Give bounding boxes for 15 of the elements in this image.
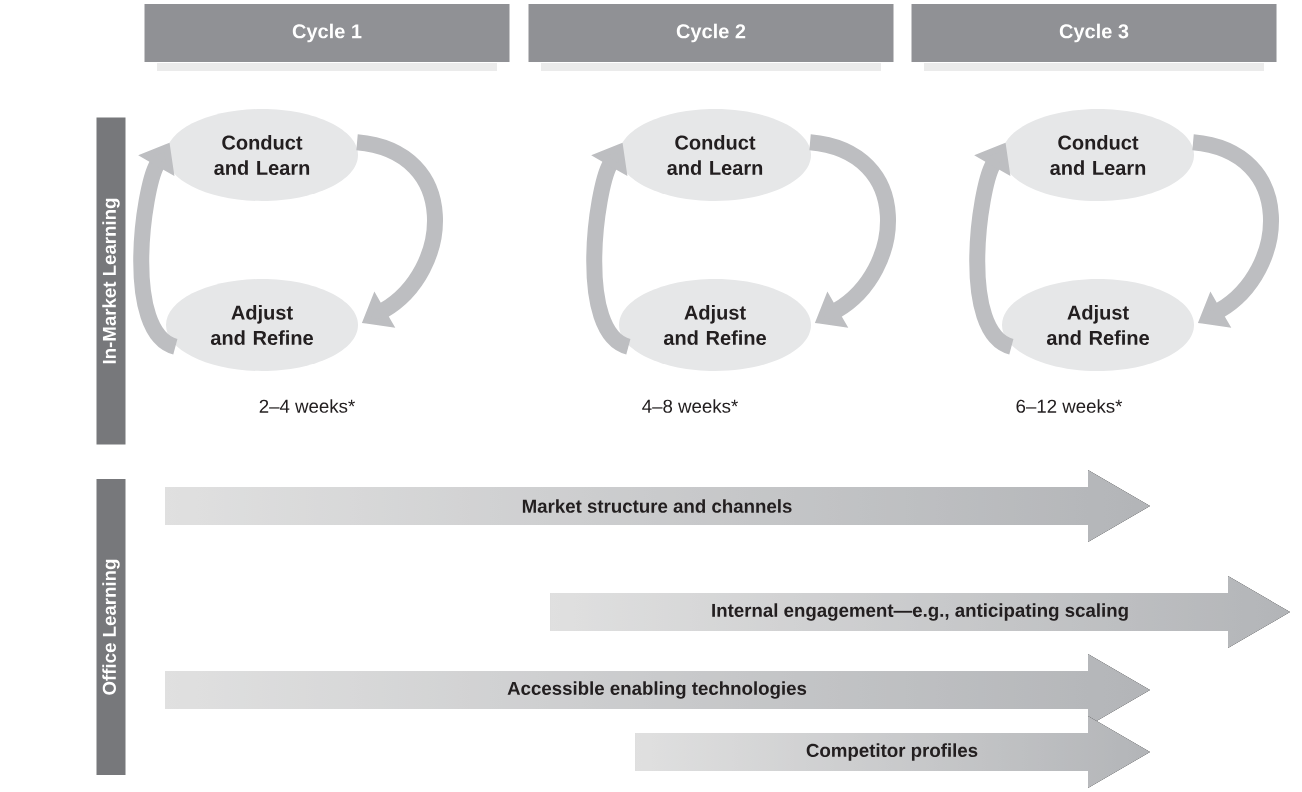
- curved-arrow: [355, 134, 443, 328]
- column-header: Cycle 3: [911, 4, 1277, 71]
- column-header: Cycle 1: [144, 4, 510, 71]
- arrow-band: Competitor profiles: [635, 716, 1150, 788]
- duration-label: 4–8 weeks*: [642, 399, 738, 413]
- row-label-band: In-Market Learning: [96, 117, 126, 445]
- duration-label: 6–12 weeks*: [1016, 399, 1123, 413]
- curved-arrow: [1191, 134, 1279, 328]
- arrow-band: Accessible enabling technologies: [165, 654, 1150, 726]
- row-label-band: Office Learning: [96, 479, 126, 775]
- column-header: Cycle 2: [528, 4, 894, 71]
- arrow-band: Internal engagement—e.g., anticipating scaling: [550, 576, 1290, 648]
- curved-arrow: [808, 134, 896, 328]
- arrow-band: Market structure and channels: [165, 470, 1150, 542]
- duration-label: 2–4 weeks*: [259, 399, 355, 413]
